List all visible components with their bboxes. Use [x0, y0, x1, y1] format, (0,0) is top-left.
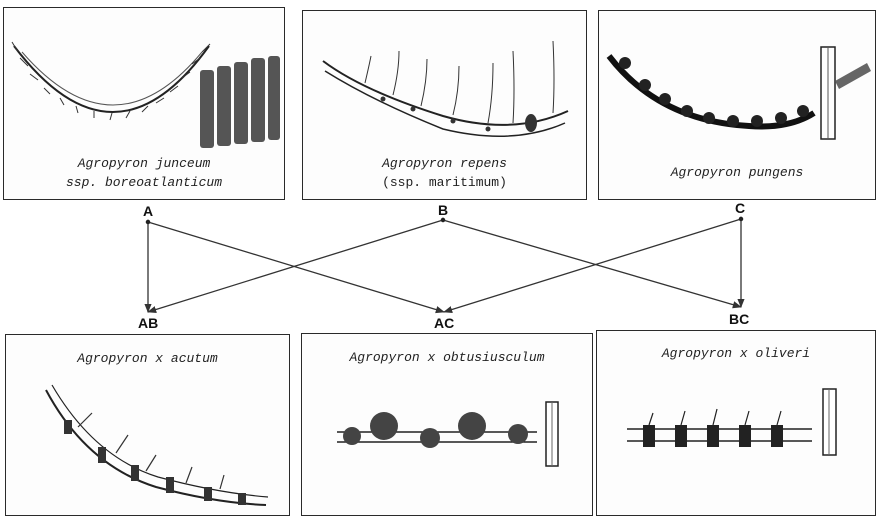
node-dot-a [146, 220, 150, 224]
hybrid-panel-ac: Agropyron x obtusiusculum [301, 333, 593, 516]
hybrid-panel-bc: Agropyron x oliveri [596, 330, 876, 516]
node-label-ac: AC [434, 315, 454, 331]
leaf-section-ab-illustration [6, 335, 289, 515]
hybrid-panel-ab: Agropyron x acutum [5, 334, 290, 516]
node-label-ab: AB [138, 315, 158, 331]
node-dot-c [739, 217, 743, 221]
node-label-bc: BC [729, 311, 749, 327]
leaf-section-bc-illustration [597, 331, 875, 515]
node-label-b: B [438, 202, 448, 218]
node-label-c: C [735, 200, 745, 216]
node-dot-b [441, 218, 445, 222]
node-label-a: A [143, 203, 153, 219]
leaf-section-ac-illustration [302, 334, 592, 515]
